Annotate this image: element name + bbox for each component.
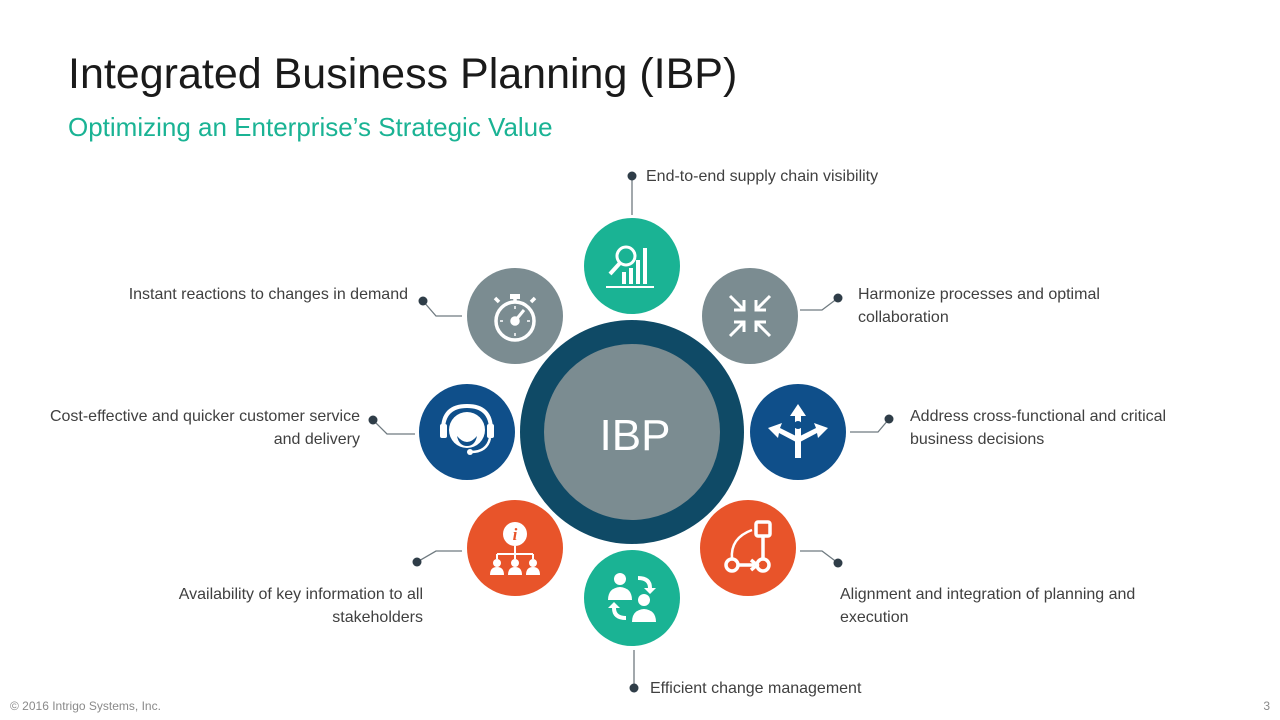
connector-information bbox=[416, 550, 462, 563]
people-exchange-icon bbox=[608, 573, 656, 622]
label-service: Cost-effective and quicker customer serv… bbox=[49, 408, 360, 448]
label-change: Efficient change management bbox=[650, 680, 862, 697]
copyright-footer: © 2016 Intrigo Systems, Inc. bbox=[10, 699, 161, 713]
slide-title: Integrated Business Planning (IBP) bbox=[68, 50, 738, 98]
node-harmonize bbox=[702, 268, 798, 364]
dot-information bbox=[412, 557, 422, 567]
process-flow-icon bbox=[724, 520, 772, 573]
magnifier-bar-chart-icon bbox=[606, 245, 654, 288]
label-harmonize: Harmonize processes and optimal collabor… bbox=[858, 286, 1100, 326]
dot-decisions bbox=[884, 414, 894, 424]
dot-visibility bbox=[627, 171, 637, 181]
connector-decisions bbox=[850, 418, 890, 433]
page-number: 3 bbox=[1263, 699, 1270, 713]
arrows-inward-icon bbox=[728, 294, 772, 338]
connector-reactions bbox=[422, 300, 462, 317]
hub-inner-circle bbox=[544, 344, 720, 520]
node-visibility bbox=[584, 218, 680, 314]
label-visibility: End-to-end supply chain visibility bbox=[646, 168, 879, 185]
dot-alignment bbox=[833, 558, 843, 568]
node-alignment bbox=[700, 500, 796, 596]
connector-alignment bbox=[800, 550, 839, 564]
connector-lines bbox=[372, 176, 890, 688]
svg-text:i: i bbox=[513, 525, 518, 544]
slide-subtitle: Optimizing an Enterprise’s Strategic Val… bbox=[68, 112, 553, 142]
node-reactions bbox=[467, 268, 563, 364]
dot-change bbox=[629, 683, 639, 693]
label-decisions: Address cross-functional and critical bu… bbox=[910, 408, 1167, 448]
node-change bbox=[584, 550, 680, 646]
hub-label: IBP bbox=[600, 411, 671, 460]
connector-harmonize bbox=[800, 297, 839, 311]
info-hierarchy-icon: i bbox=[490, 522, 540, 575]
label-alignment: Alignment and integration of planning an… bbox=[840, 586, 1136, 626]
headset-agent-icon bbox=[440, 403, 494, 455]
label-information: Availability of key information to all s… bbox=[178, 586, 423, 626]
label-reactions: Instant reactions to changes in demand bbox=[128, 286, 408, 303]
connector-dots bbox=[368, 171, 894, 693]
dot-service bbox=[368, 415, 378, 425]
stopwatch-icon bbox=[493, 294, 537, 342]
dot-reactions bbox=[418, 296, 428, 306]
connector-service bbox=[372, 419, 415, 435]
diverging-arrows-icon bbox=[768, 404, 828, 458]
dot-harmonize bbox=[833, 293, 843, 303]
